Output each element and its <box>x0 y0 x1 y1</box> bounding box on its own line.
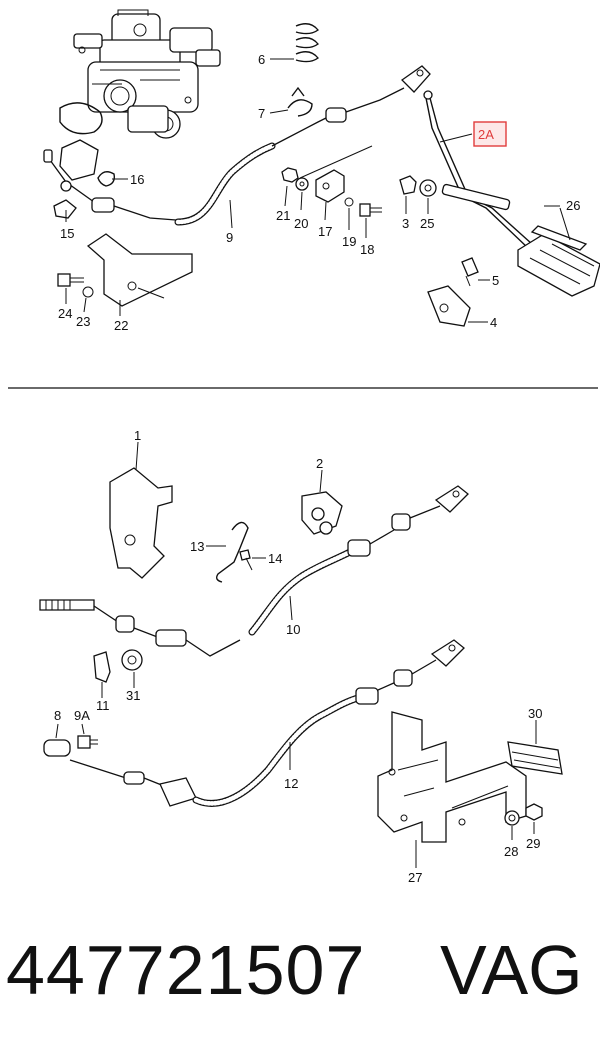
label-17: 17 <box>318 224 332 239</box>
cable-10 <box>39 485 469 657</box>
label-15: 15 <box>60 226 74 241</box>
label-16: 16 <box>130 172 144 187</box>
bracket-27 <box>377 711 527 868</box>
spring-13 <box>206 521 249 583</box>
label-14: 14 <box>268 551 282 566</box>
nut-29 <box>525 803 543 834</box>
part-2 <box>301 469 343 535</box>
bracket-17 <box>299 145 373 221</box>
label-1: 1 <box>134 428 141 443</box>
pin-5 <box>461 257 490 287</box>
label-25: 25 <box>420 216 434 231</box>
nut-21 <box>281 167 299 207</box>
washer-28 <box>504 810 520 840</box>
label-10: 10 <box>286 622 300 637</box>
label-21: 21 <box>276 208 290 223</box>
accelerator-cable-9 <box>43 65 431 226</box>
screw-14 <box>239 549 266 571</box>
label-30: 30 <box>528 706 542 721</box>
bush-25 <box>419 179 437 214</box>
label-31: 31 <box>126 688 140 703</box>
bracket-1 <box>109 441 173 579</box>
clip-7 <box>269 86 313 117</box>
label-9A: 9A <box>74 708 90 723</box>
bolt-24 <box>57 273 84 304</box>
label-20: 20 <box>294 216 308 231</box>
label-13: 13 <box>190 539 204 554</box>
carburettor-drawing <box>59 9 221 139</box>
leader-lines-top <box>65 199 560 229</box>
plate-4 <box>427 285 488 327</box>
label-9: 9 <box>226 230 233 245</box>
label-2: 2 <box>316 456 323 471</box>
label-27: 27 <box>408 870 422 885</box>
highlight-box-2A <box>473 121 507 147</box>
label-6: 6 <box>258 52 265 67</box>
label-23: 23 <box>76 314 90 329</box>
screw-9A <box>77 723 98 749</box>
label-19: 19 <box>342 234 356 249</box>
brand-name: VAG <box>440 931 583 1009</box>
bracket-22 <box>86 233 193 316</box>
bush-31 <box>121 649 143 688</box>
label-4: 4 <box>490 315 497 330</box>
part-number: 447721507 <box>6 931 366 1009</box>
label-22: 22 <box>114 318 128 333</box>
label-29: 29 <box>526 836 540 851</box>
clip-3 <box>399 175 417 214</box>
cable-12 <box>69 639 465 807</box>
label-28: 28 <box>504 844 518 859</box>
label-11: 11 <box>96 698 110 713</box>
label-8: 8 <box>54 708 61 723</box>
gasket-plate <box>59 139 99 181</box>
label-3: 3 <box>402 216 409 231</box>
washer-19 <box>344 197 354 230</box>
label-12: 12 <box>284 776 298 791</box>
label-26: 26 <box>566 198 580 213</box>
bolt-18 <box>359 203 382 238</box>
clip-11 <box>93 651 111 698</box>
pin-8 <box>43 723 71 757</box>
bottom-labels: 1 2 13 14 10 11 31 8 9A 12 30 28 29 27 <box>54 428 542 885</box>
rubber-pad-30 <box>507 720 563 775</box>
label-2A: 2A <box>478 127 494 142</box>
washer-20 <box>295 177 309 211</box>
clip-16 <box>97 171 128 187</box>
top-labels: 6 7 16 15 9 21 20 17 19 18 3 25 2A 26 5 … <box>58 52 580 333</box>
clip-15 <box>53 199 77 219</box>
pedal-shaft-2A <box>423 90 533 249</box>
label-18: 18 <box>360 242 374 257</box>
label-24: 24 <box>58 306 72 321</box>
label-7: 7 <box>258 106 265 121</box>
label-5: 5 <box>492 273 499 288</box>
pedal-26 <box>517 207 600 297</box>
clip-6 <box>270 23 319 63</box>
washer-23 <box>82 286 94 313</box>
